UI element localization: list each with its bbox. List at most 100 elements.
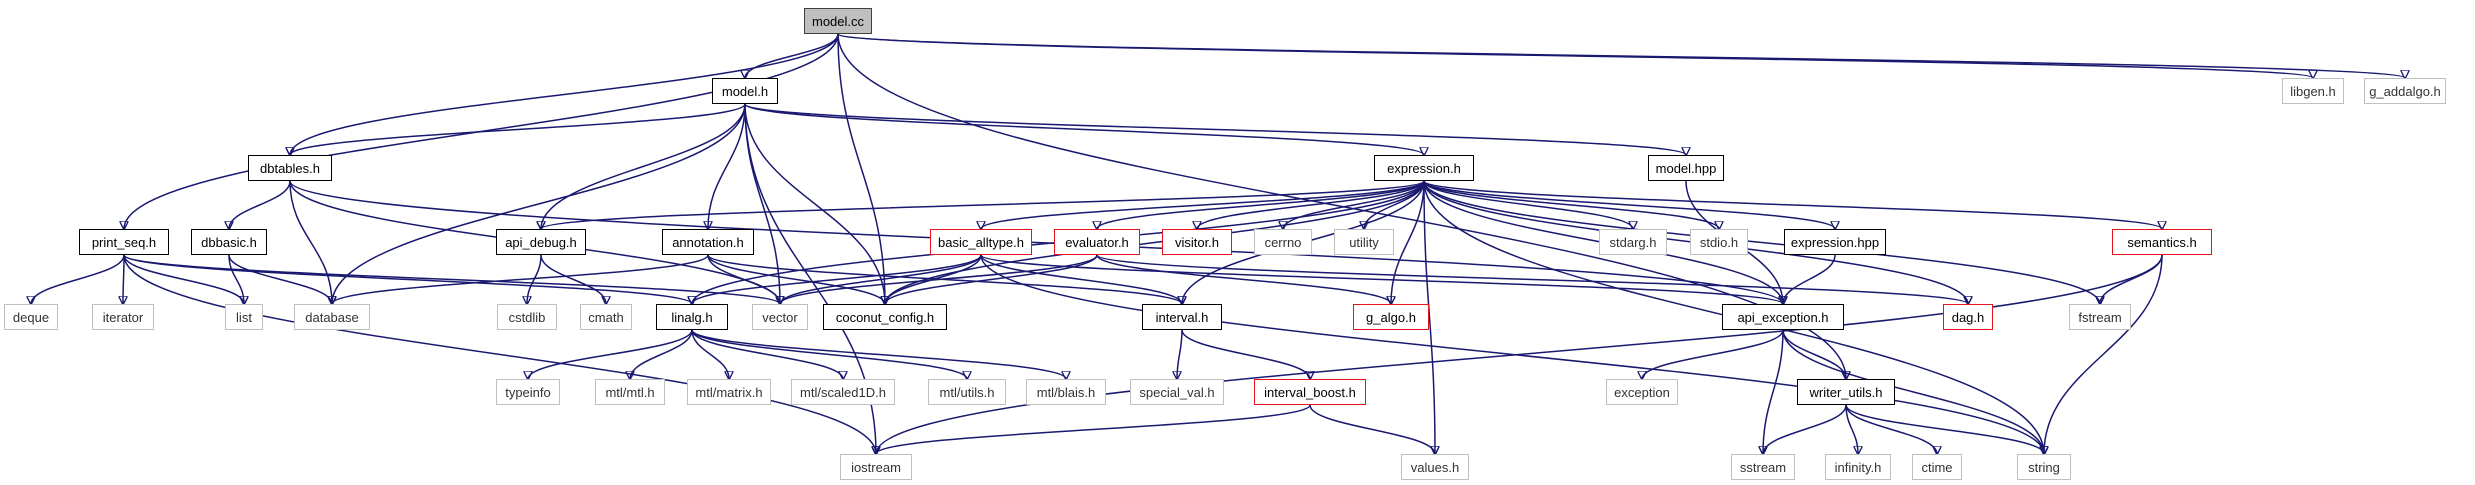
edge-evaluator-h-to-g-algo-h	[1096, 254, 1391, 304]
node-print-seq-h[interactable]: print_seq.h	[79, 229, 169, 255]
node-stdio-h: stdio.h	[1690, 229, 1748, 255]
node-interval-boost-h[interactable]: interval_boost.h	[1254, 379, 1366, 405]
node-dbbasic-h[interactable]: dbbasic.h	[191, 229, 267, 255]
edge-expression-h-to-visitor-h	[1197, 180, 1425, 229]
edge-expression-h-to-g-algo-h	[1391, 180, 1425, 304]
edge-expression-h-to-stdarg-h	[1423, 180, 1633, 229]
node-basic-alltype-h[interactable]: basic_alltype.h	[930, 229, 1032, 255]
node-expression-hpp[interactable]: expression.hpp	[1784, 229, 1886, 255]
node-visitor-h[interactable]: visitor.h	[1162, 229, 1232, 255]
edge-interval-boost-h-to-values-h	[1309, 404, 1435, 454]
edge-print-seq-h-to-iterator	[123, 254, 124, 304]
edge-print-seq-h-to-vector	[123, 254, 780, 304]
edge-interval-h-to-interval-boost-h	[1181, 329, 1310, 379]
edge-model-cc-to-model-h	[745, 33, 839, 78]
edge-expression-h-to-expression-hpp	[1423, 180, 1835, 229]
edge-expression-h-to-basic-alltype-h	[981, 180, 1425, 229]
edge-interval-boost-h-to-iostream	[876, 404, 1311, 454]
edge-api-debug-h-to-cmath	[540, 254, 606, 304]
edge-expression-hpp-to-api-exception-h	[1783, 254, 1836, 304]
edge-basic-alltype-h-to-interval-h	[980, 254, 1182, 304]
node-list: list	[225, 304, 263, 330]
node-semantics-h[interactable]: semantics.h	[2112, 229, 2212, 255]
edge-linalg-h-to-mtl-blais-h	[691, 329, 1066, 379]
edge-interval-h-to-special-val-h	[1177, 329, 1183, 379]
node-api-debug-h[interactable]: api_debug.h	[496, 229, 586, 255]
edge-api-exception-h-to-string	[1782, 329, 2044, 454]
node-model-hpp[interactable]: model.hpp	[1648, 155, 1724, 181]
node-mtl-scaled1D-h: mtl/scaled1D.h	[791, 379, 895, 405]
edge-writer-utils-h-to-ctime	[1845, 404, 1937, 454]
node-ctime: ctime	[1912, 454, 1962, 480]
node-stdarg-h: stdarg.h	[1599, 229, 1667, 255]
node-typeinfo: typeinfo	[496, 379, 560, 405]
edge-expression-h-to-fstream	[1423, 180, 2100, 304]
edge-model-h-to-api-debug-h	[541, 103, 746, 229]
node-g-addalgo-h: g_addalgo.h	[2364, 78, 2446, 104]
node-database: database	[294, 304, 370, 330]
edge-model-h-to-model-hpp	[744, 103, 1686, 155]
node-expression-h[interactable]: expression.h	[1374, 155, 1474, 181]
node-model-cc[interactable]: model.cc	[804, 8, 872, 34]
edge-basic-alltype-h-to-linalg-h	[692, 254, 982, 304]
node-cmath: cmath	[580, 304, 632, 330]
node-vector: vector	[752, 304, 808, 330]
node-infinity-h: infinity.h	[1825, 454, 1891, 480]
node-linalg-h[interactable]: linalg.h	[656, 304, 728, 330]
edge-expression-h-to-cerrno	[1283, 180, 1425, 229]
node-utility: utility	[1334, 229, 1394, 255]
edge-expression-h-to-api-debug-h	[541, 180, 1425, 229]
edge-writer-utils-h-to-sstream	[1763, 404, 1847, 454]
node-api-exception-h[interactable]: api_exception.h	[1722, 304, 1844, 330]
edge-expression-h-to-evaluator-h	[1097, 180, 1425, 229]
node-fstream: fstream	[2069, 304, 2131, 330]
edge-dbbasic-h-to-database	[228, 254, 332, 304]
edge-api-debug-h-to-cstdlib	[527, 254, 542, 304]
edge-api-exception-h-to-sstream	[1763, 329, 1784, 454]
edge-model-h-to-annotation-h	[708, 103, 746, 229]
node-coconut-config-h[interactable]: coconut_config.h	[823, 304, 947, 330]
edge-model-h-to-expression-h	[744, 103, 1424, 155]
node-sstream: sstream	[1731, 454, 1795, 480]
node-mtl-blais-h: mtl/blais.h	[1026, 379, 1106, 405]
edge-writer-utils-h-to-infinity-h	[1845, 404, 1858, 454]
edge-expression-h-to-values-h	[1423, 180, 1435, 454]
node-writer-utils-h[interactable]: writer_utils.h	[1797, 379, 1895, 405]
edge-print-seq-h-to-deque	[31, 254, 125, 304]
node-interval-h[interactable]: interval.h	[1142, 304, 1222, 330]
edge-linalg-h-to-mtl-scaled1D-h	[691, 329, 843, 379]
node-evaluator-h[interactable]: evaluator.h	[1054, 229, 1140, 255]
node-values-h: values.h	[1401, 454, 1469, 480]
node-annotation-h[interactable]: annotation.h	[662, 229, 754, 255]
edge-basic-alltype-h-to-api-exception-h	[980, 254, 1783, 304]
edge-linalg-h-to-mtl-utils-h	[691, 329, 967, 379]
edge-print-seq-h-to-iostream	[123, 254, 876, 454]
node-mtl-matrix-h: mtl/matrix.h	[687, 379, 771, 405]
edge-print-seq-h-to-list	[123, 254, 244, 304]
node-string: string	[2017, 454, 2071, 480]
edge-expression-h-to-stdio-h	[1423, 180, 1719, 229]
node-model-h[interactable]: model.h	[712, 78, 778, 104]
edge-annotation-h-to-coconut-config-h	[707, 254, 885, 304]
node-libgen-h: libgen.h	[2282, 78, 2344, 104]
edge-linalg-h-to-mtl-matrix-h	[691, 329, 729, 379]
edge-model-h-to-dbtables-h	[290, 103, 746, 155]
node-dbtables-h[interactable]: dbtables.h	[248, 155, 332, 181]
node-cerrno: cerrno	[1254, 229, 1312, 255]
edge-dbtables-h-to-dbbasic-h	[229, 180, 291, 229]
node-dag-h[interactable]: dag.h	[1943, 304, 1993, 330]
edge-api-exception-h-to-exception	[1642, 329, 1784, 379]
edge-linalg-h-to-typeinfo	[528, 329, 693, 379]
edge-semantics-h-to-string	[2044, 254, 2163, 454]
node-g-algo-h[interactable]: g_algo.h	[1353, 304, 1429, 330]
edge-dbtables-h-to-api-exception-h	[289, 180, 1783, 304]
edge-model-cc-to-g-addalgo-h	[837, 33, 2405, 78]
edge-evaluator-h-to-vector	[780, 254, 1098, 304]
edge-annotation-h-to-database	[332, 254, 709, 304]
node-exception: exception	[1606, 379, 1678, 405]
edge-linalg-h-to-mtl-mtl-h	[630, 329, 693, 379]
edge-semantics-h-to-iostream	[876, 254, 2163, 454]
edge-dbbasic-h-to-list	[228, 254, 244, 304]
